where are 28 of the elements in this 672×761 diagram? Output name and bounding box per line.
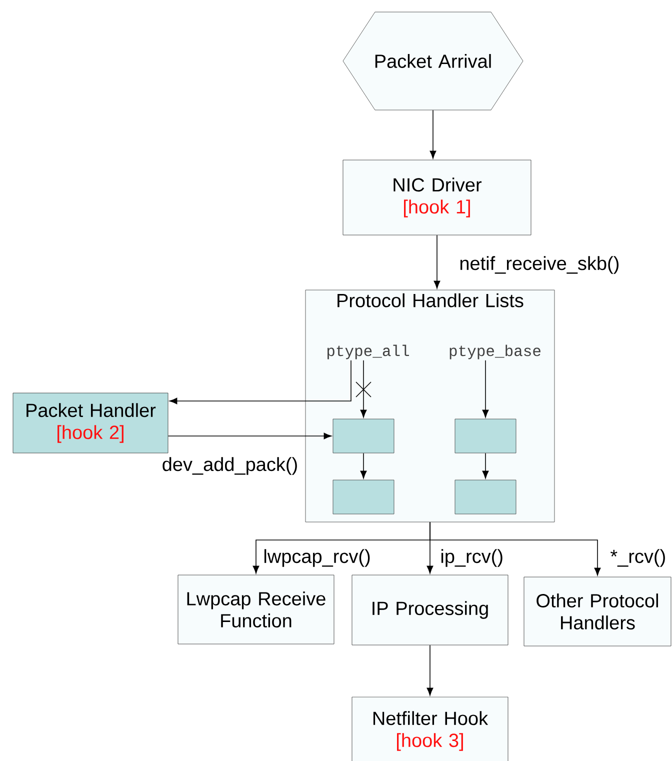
- list-entry-box: [332, 418, 394, 454]
- list-label: ptype_all: [328, 344, 409, 360]
- process-box: Other Protocol Handlers: [524, 576, 672, 646]
- edge-label: lwpcap_rcv(): [262, 548, 372, 568]
- list-entry-box: [454, 418, 516, 454]
- process-box: IP Processing: [352, 574, 508, 646]
- hexagon-node: Packet Arrival: [342, 12, 524, 110]
- process-box: Lwpcap Receive Function: [178, 574, 334, 644]
- list-entry-box: [332, 480, 394, 514]
- arrow: [426, 644, 434, 696]
- edge-label: ip_rcv(): [439, 548, 505, 568]
- edge-label: dev_add_pack(): [160, 456, 300, 476]
- arrow: [482, 452, 489, 479]
- arrow: [434, 234, 440, 289]
- arrow: [430, 522, 601, 576]
- arrow: [482, 360, 489, 418]
- arrow: [168, 432, 332, 440]
- list-entry-box: [454, 480, 516, 514]
- edge-label: netif_receive_skb(): [458, 255, 621, 275]
- arrow: [169, 360, 352, 404]
- list-label: ptype_base: [450, 344, 540, 360]
- arrow: [360, 452, 367, 479]
- arrow: [360, 360, 367, 418]
- process-box: Netfilter Hook [hook 3]: [352, 696, 508, 761]
- process-box: NIC Driver [hook 1]: [342, 160, 532, 236]
- arrow: [430, 110, 436, 159]
- handler-box: Packet Handler [hook 2]: [12, 392, 168, 454]
- edge-label: *_rcv(): [609, 548, 668, 568]
